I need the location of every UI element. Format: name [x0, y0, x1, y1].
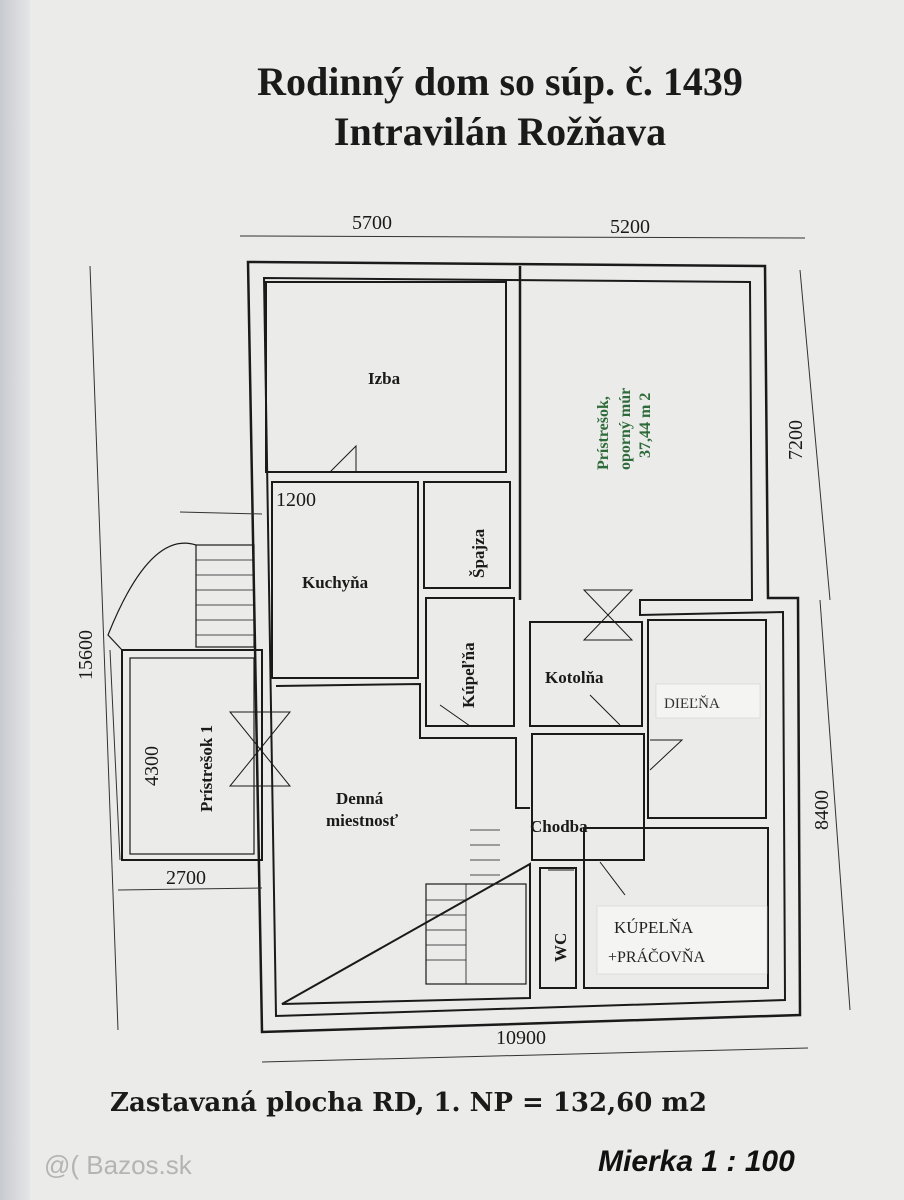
dim-porch-length: 4300 [141, 746, 163, 786]
room-chodba: Chodba [530, 817, 588, 836]
doors [228, 444, 684, 896]
room-kuchyna: Kuchyňa [302, 573, 369, 592]
dim-right-bottom: 8400 [811, 790, 833, 830]
green-annotation: Prístrešok, oporný múr 37,44 m 2 [595, 388, 654, 470]
pristresok-line-1: Prístrešok, [595, 396, 612, 470]
room-denna-1: Denná [336, 789, 384, 808]
dim-stair-width: 1200 [276, 489, 316, 511]
room-denna-2: miestnosť [326, 811, 398, 830]
dim-left-total: 15600 [75, 630, 97, 680]
pristresok-line-2: oporný múr [617, 388, 634, 470]
dim-porch-width: 2700 [166, 867, 206, 889]
watermark: @( Bazos.sk [44, 1150, 192, 1180]
dim-top-left: 5700 [352, 212, 392, 234]
dim-right-top: 7200 [785, 420, 807, 460]
dimension-lines [89, 235, 851, 1063]
note-dielna: DIEĽŇA [664, 695, 720, 712]
room-kotolna: Kotolňa [545, 668, 604, 687]
title-line-1: Rodinný dom so súp. č. 1439 [257, 59, 743, 104]
built-area-label: Zastavaná plocha RD, 1. NP = 132,60 m2 [110, 1088, 707, 1118]
room-pristresok1: Prístrešok 1 [197, 725, 216, 812]
room-wc: WC [551, 933, 570, 962]
scale-label: Mierka 1 : 100 [598, 1145, 795, 1178]
title-line-2: Intravilán Rožňava [333, 109, 667, 154]
dim-bottom-total: 10900 [496, 1027, 546, 1049]
dimension-labels: 5700 5200 7200 8400 15600 10900 2700 430… [75, 212, 833, 1049]
dim-top-right: 5200 [610, 216, 650, 238]
stair-treads [196, 559, 500, 984]
room-izba: Izba [368, 369, 401, 388]
handwritten-notes: DIEĽŇA KÚPELŇA +PRÁČOVŇA [596, 683, 768, 975]
note-kupelna-1: KÚPELŇA [614, 918, 694, 937]
room-labels: Izba Kuchyňa Špajza Kúpeľňa Kotolňa Prís… [197, 369, 604, 962]
pristresok-line-3: 37,44 m 2 [637, 393, 654, 458]
walls [107, 260, 802, 1034]
book-spine [0, 0, 30, 1200]
room-spajza: Špajza [469, 528, 488, 578]
note-kupelna-2: +PRÁČOVŇA [608, 947, 705, 966]
room-kupelna: Kúpeľňa [459, 642, 478, 708]
